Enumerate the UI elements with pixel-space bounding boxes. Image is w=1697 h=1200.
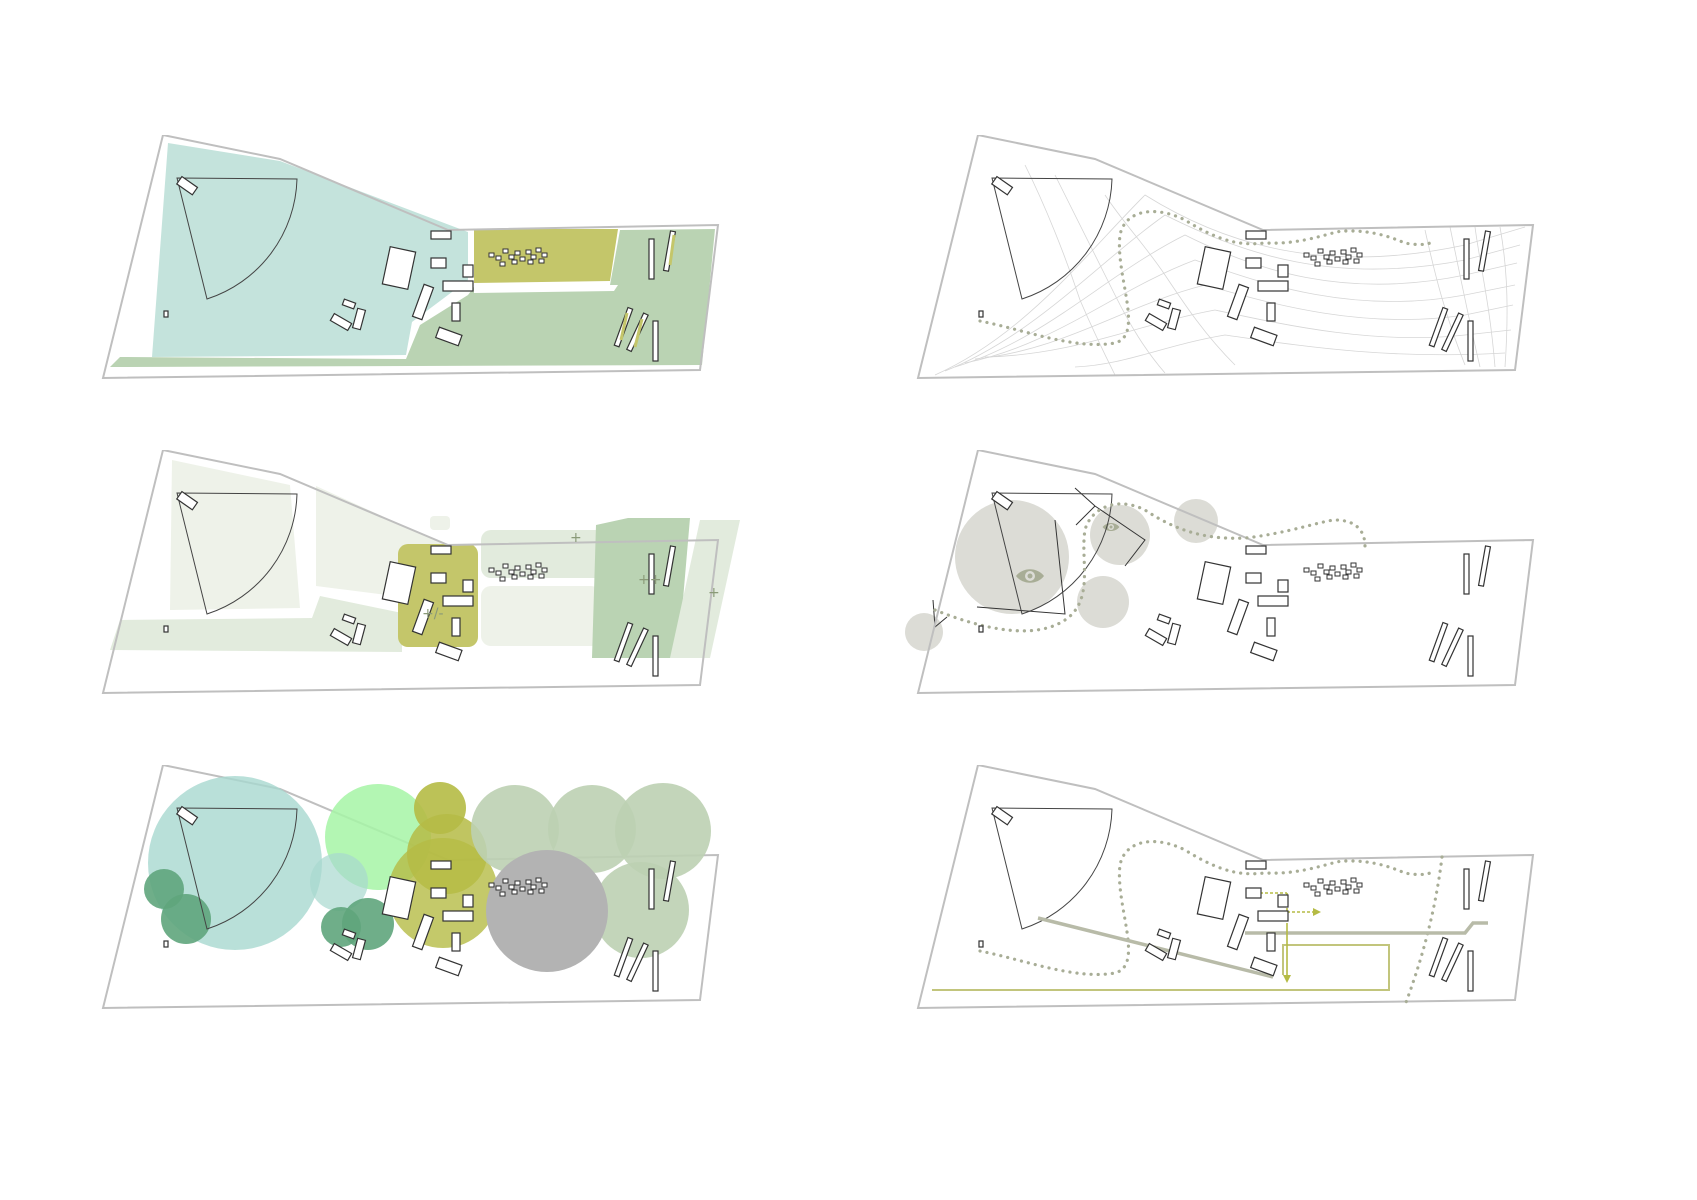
density-mark-plus-right: + (708, 585, 720, 601)
zone-c (110, 596, 402, 652)
veg-dark-green-2 (161, 894, 211, 944)
density-panel: + +/- ++ + (90, 450, 770, 740)
veg-sage-2 (548, 785, 636, 873)
walking-path (978, 210, 1432, 347)
view-wedge-2 (1094, 505, 1146, 567)
view-circle-c (1174, 499, 1218, 543)
zone-h (592, 518, 690, 658)
contour-lines (934, 164, 1526, 376)
veg-teal-small (310, 853, 368, 911)
route-grey-east (1245, 921, 1488, 935)
zone-g (430, 516, 450, 530)
sage-zone-strip (474, 285, 618, 293)
view-line (976, 519, 1066, 615)
view-wedge-1 (1074, 487, 1096, 526)
sage-zone (110, 229, 715, 367)
veg-sage-3 (615, 783, 711, 879)
eye-icon (1016, 569, 1044, 583)
zone-f (481, 586, 601, 646)
veg-grey (486, 850, 608, 972)
veg-dark-green-4 (342, 898, 394, 950)
view-circle-small (905, 613, 943, 651)
veg-sage-4 (593, 862, 689, 958)
views-panel (905, 450, 1585, 740)
zoning-panel (90, 135, 770, 425)
circulation-panel (905, 765, 1585, 1055)
arrow-right-icon (1287, 908, 1321, 916)
view-circle-b (1077, 576, 1129, 628)
vegetation-panel (90, 765, 770, 1055)
density-mark-plus: + (570, 530, 582, 546)
view-circle-a (1090, 505, 1150, 565)
walking-path (933, 502, 1367, 633)
boundary-path (1403, 855, 1444, 1007)
view-circle-large (955, 500, 1069, 614)
density-mark-plus-minus: +/- (422, 606, 444, 622)
density-mark-double-plus: ++ (638, 572, 661, 588)
teal-zone (152, 143, 468, 357)
zone-a (170, 460, 300, 610)
topography-panel (905, 135, 1585, 425)
route-olive-main (932, 944, 1390, 991)
zone-i (670, 520, 740, 658)
walking-path (978, 840, 1432, 977)
